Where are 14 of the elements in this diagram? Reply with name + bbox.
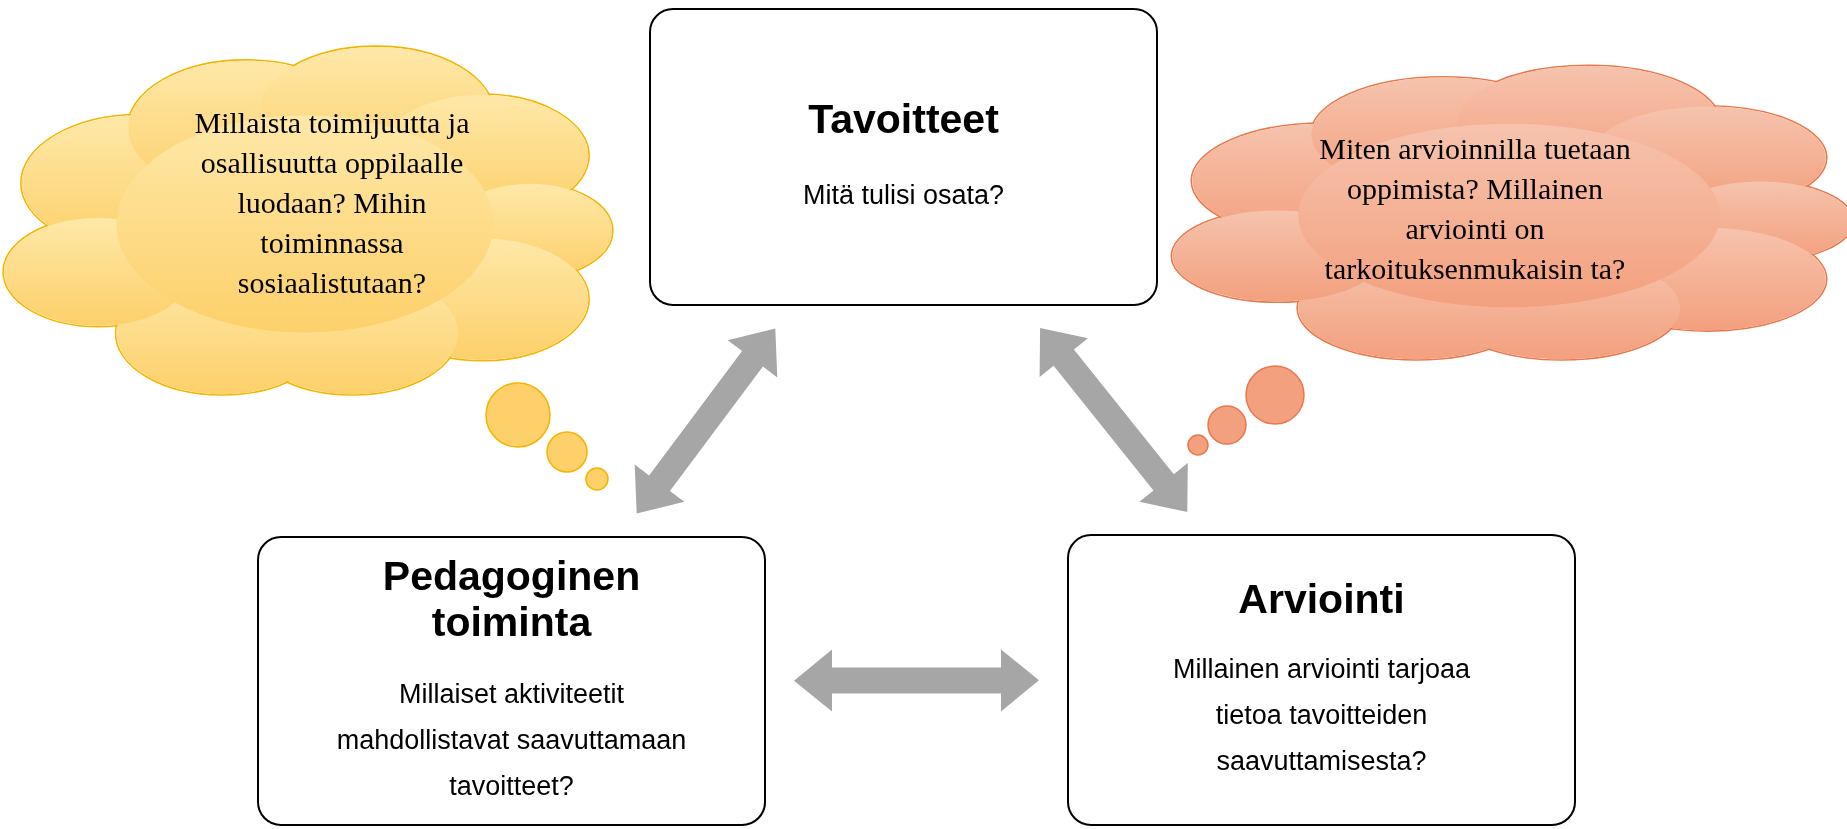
- rounded-box: [1067, 534, 1576, 826]
- cloud-text: Miten arvioinnilla tuetaan oppimista? Millainen arviointi on tarkoituksenmukaisin ta?: [1318, 131, 1632, 287]
- rounded-box: [257, 536, 766, 826]
- box-title: Pedagoginen toiminta: [381, 553, 642, 645]
- double-arrow: [1039, 327, 1188, 513]
- box-question: Millainen arviointi tarjoaa tietoa tavoitteiden saavuttamisesta?: [1171, 653, 1472, 778]
- rounded-box: [649, 8, 1158, 306]
- box-question: Mitä tulisi osata?: [802, 179, 1005, 212]
- double-arrow: [794, 649, 1039, 712]
- cloud-text: Millaista toimijuutta ja osallisuutta oppilaalle luodaan? Mihin toiminnassa sosiaalistutaan?: [193, 105, 471, 301]
- box-title: Arviointi: [1238, 576, 1405, 622]
- box-title: Tavoitteet: [808, 96, 999, 142]
- box-question: Millaiset aktiviteetit mahdollistavat saavuttamaan tavoitteet?: [335, 678, 688, 803]
- double-arrow: [634, 328, 778, 514]
